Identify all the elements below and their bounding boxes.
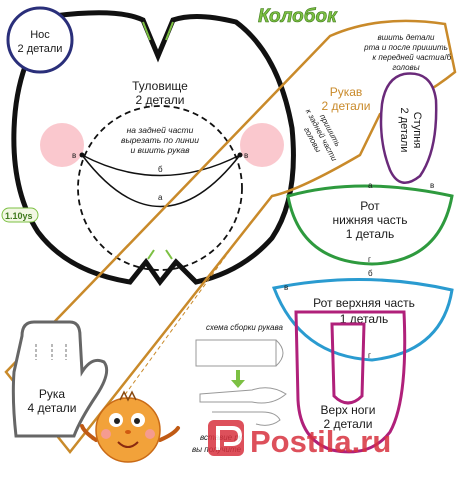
hand-outline: [11, 320, 109, 438]
logo-badge: 1.10ys: [1, 207, 39, 223]
mouth-lower-piece: Рот нижняя часть 1 деталь а в г: [286, 181, 454, 266]
sleeve-placement-circle: [77, 105, 243, 271]
right-cheek: [240, 123, 284, 167]
mouth-upper-mark-b: б: [368, 269, 373, 278]
leg-top-label-1: Верх ноги: [321, 403, 376, 417]
assembly-label: схема сборки рукава: [206, 323, 284, 332]
mouth-lower-mark-g: г: [368, 255, 371, 264]
mouth-upper-outline: [271, 278, 454, 362]
watermark: Postila.ru: [208, 420, 391, 459]
sleeve-note-3: к передней части: [372, 53, 440, 62]
body-note-2: вырезать по линии: [121, 135, 199, 145]
sleeve-note-1: вшить детали: [377, 33, 435, 42]
mark-v-right: в: [244, 151, 248, 160]
mouth-upper-label-1: Рот верхняя часть: [313, 296, 415, 310]
title: Колобок: [258, 6, 338, 27]
assembly-sleeve-shape: [199, 387, 287, 404]
kolobok-mascot: [80, 390, 180, 463]
mouth-lower-label-3: 1 деталь: [346, 227, 395, 241]
mouth-lower-label-1: Рот: [360, 199, 380, 213]
mouth-lower-mark-a: а: [368, 181, 373, 190]
foot-outline: [379, 72, 438, 184]
body-piece: Туловище 2 детали на задней части выреза…: [11, 10, 296, 287]
sleeve-mark-ab: а/б: [440, 53, 452, 62]
hand-label-2: 4 детали: [27, 401, 76, 415]
mouth-upper-piece: Рот верхняя часть 1 деталь б в г: [271, 269, 454, 362]
mark-v-left: в: [72, 151, 76, 160]
assembly-tube: [195, 339, 277, 367]
watermark-text: Postila.ru: [250, 424, 391, 459]
body-note-1: на задней части: [127, 125, 194, 135]
body-outline: [11, 10, 296, 287]
body-label-1: Туловище: [132, 79, 188, 93]
sleeve-note-2: рта и после пришить: [363, 43, 448, 52]
assembly-arrow: [231, 370, 245, 388]
hand-label-1: Рука: [39, 387, 66, 401]
mouth-upper-mark-v: в: [284, 283, 288, 292]
foot-piece: Ступня 2 детали: [379, 72, 438, 184]
mark-b: б: [158, 165, 163, 174]
mouth-upper-mark-g: г: [368, 351, 371, 360]
body-label-2: 2 детали: [135, 93, 184, 107]
leg-top-piece: Верх ноги 2 детали: [294, 310, 407, 454]
nose-outline: [6, 6, 74, 74]
leg-top-label-2: 2 детали: [323, 417, 372, 431]
mark-a: а: [158, 193, 163, 202]
mouth-lower-outline: [286, 184, 454, 266]
nose-label-2: 2 детали: [18, 43, 63, 55]
foot-label-1: Ступня: [411, 112, 423, 149]
sleeve-note-4: головы: [392, 63, 419, 72]
mouth-lower-label-2: нижняя часть: [333, 213, 408, 227]
sleeve-label-2: 2 детали: [321, 99, 370, 113]
mouth-lower-mark-v: в: [430, 181, 434, 190]
nose-piece: Нос 2 детали: [6, 6, 74, 74]
nose-label-1: Нос: [30, 29, 50, 41]
leg-top-outline: [294, 310, 407, 454]
sleeve-label-1: Рукав: [330, 85, 363, 99]
left-cheek: [40, 123, 84, 167]
logo-text: 1.10ys: [5, 211, 33, 221]
hand-piece: Рука 4 детали: [11, 320, 109, 438]
foot-label-2: 2 детали: [398, 108, 410, 153]
body-note-3: и вшить рукав: [130, 145, 190, 155]
